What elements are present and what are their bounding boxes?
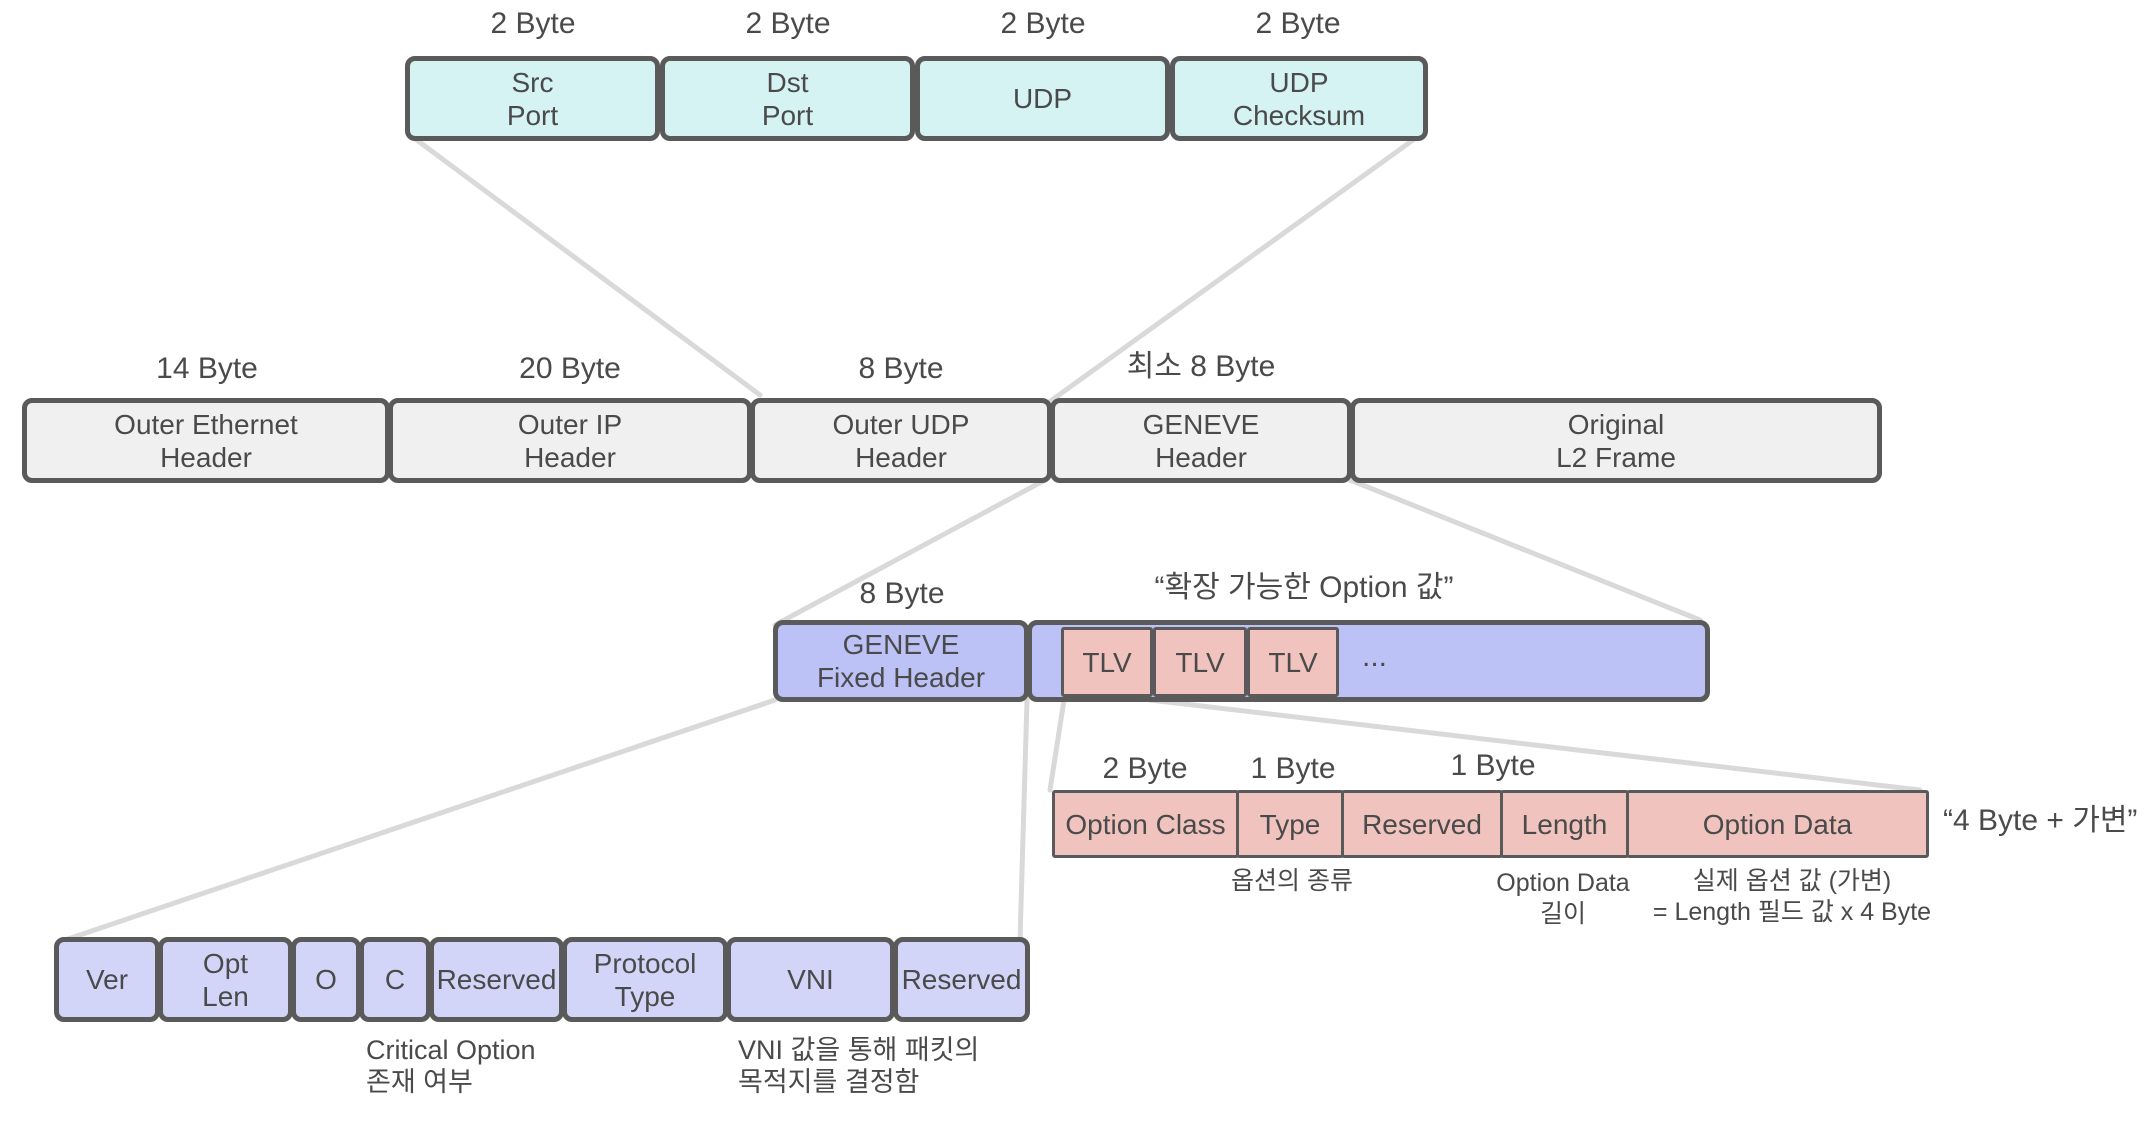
- tlv-item: TLV: [1153, 627, 1247, 697]
- type-size: 1 Byte: [1250, 752, 1336, 785]
- opt-len-field: Opt Len: [158, 937, 293, 1022]
- geneve-header: GENEVE Header: [1050, 398, 1352, 483]
- outer-udp-size: 8 Byte: [858, 352, 944, 385]
- original-l2-frame: Original L2 Frame: [1350, 398, 1882, 483]
- udp-src-port-field: Src Port: [405, 56, 660, 141]
- length-note: Option Data 길이: [1496, 869, 1630, 928]
- option-data-field: Option Data: [1626, 790, 1929, 858]
- c-flag-note: Critical Option 존재 여부: [366, 1035, 536, 1097]
- udp-dst-port-size: 2 Byte: [745, 7, 831, 40]
- reserved-field: Reserved: [1341, 790, 1503, 858]
- outer-ip-size: 20 Byte: [519, 352, 621, 385]
- option-class-size: 2 Byte: [1102, 752, 1188, 785]
- option-class-field: Option Class: [1052, 790, 1239, 858]
- udp-src-port-size: 2 Byte: [490, 7, 576, 40]
- vni-field: VNI: [726, 937, 895, 1022]
- type-field: Type: [1236, 790, 1344, 858]
- udp-checksum-size: 2 Byte: [1255, 7, 1341, 40]
- udp-dst-port-field: Dst Port: [660, 56, 915, 141]
- vni-note: VNI 값을 통해 패킷의 목적지를 결정함: [738, 1035, 980, 1097]
- protocol-type-field: Protocol Type: [562, 937, 728, 1022]
- c-flag-field: C: [359, 937, 431, 1022]
- reserved-field-2: Reserved: [893, 937, 1030, 1022]
- geneve-fixed-header: GENEVE Fixed Header: [773, 620, 1029, 702]
- options-caption: “확장 가능한 Option 값”: [1154, 571, 1454, 604]
- outer-udp-header: Outer UDP Header: [750, 398, 1052, 483]
- tlv-size-caption: “4 Byte + 가변”: [1943, 804, 2138, 837]
- tlv-item: TLV: [1247, 627, 1339, 697]
- udp-length-field: UDP: [915, 56, 1170, 141]
- geneve-fixed-size: 8 Byte: [859, 577, 945, 610]
- o-flag-field: O: [291, 937, 361, 1022]
- ver-field: Ver: [54, 937, 160, 1022]
- outer-ip-header: Outer IP Header: [388, 398, 752, 483]
- udp-checksum-field: UDP Checksum: [1170, 56, 1428, 141]
- udp-length-size: 2 Byte: [1000, 7, 1086, 40]
- option-data-note: 실제 옵션 값 (가변) = Length 필드 값 x 4 Byte: [1652, 867, 1932, 926]
- outer-ethernet-size: 14 Byte: [156, 352, 258, 385]
- length-field: Length: [1500, 790, 1629, 858]
- reserved-length-size: 1 Byte: [1450, 749, 1536, 782]
- geneve-header-size: 최소 8 Byte: [1126, 350, 1276, 383]
- tlv-item: TLV: [1061, 627, 1153, 697]
- outer-ethernet-header: Outer Ethernet Header: [22, 398, 390, 483]
- more-tlvs-ellipsis: ...: [1362, 640, 1388, 673]
- type-note: 옵션의 종류: [1231, 867, 1353, 895]
- reserved-field-1: Reserved: [429, 937, 564, 1022]
